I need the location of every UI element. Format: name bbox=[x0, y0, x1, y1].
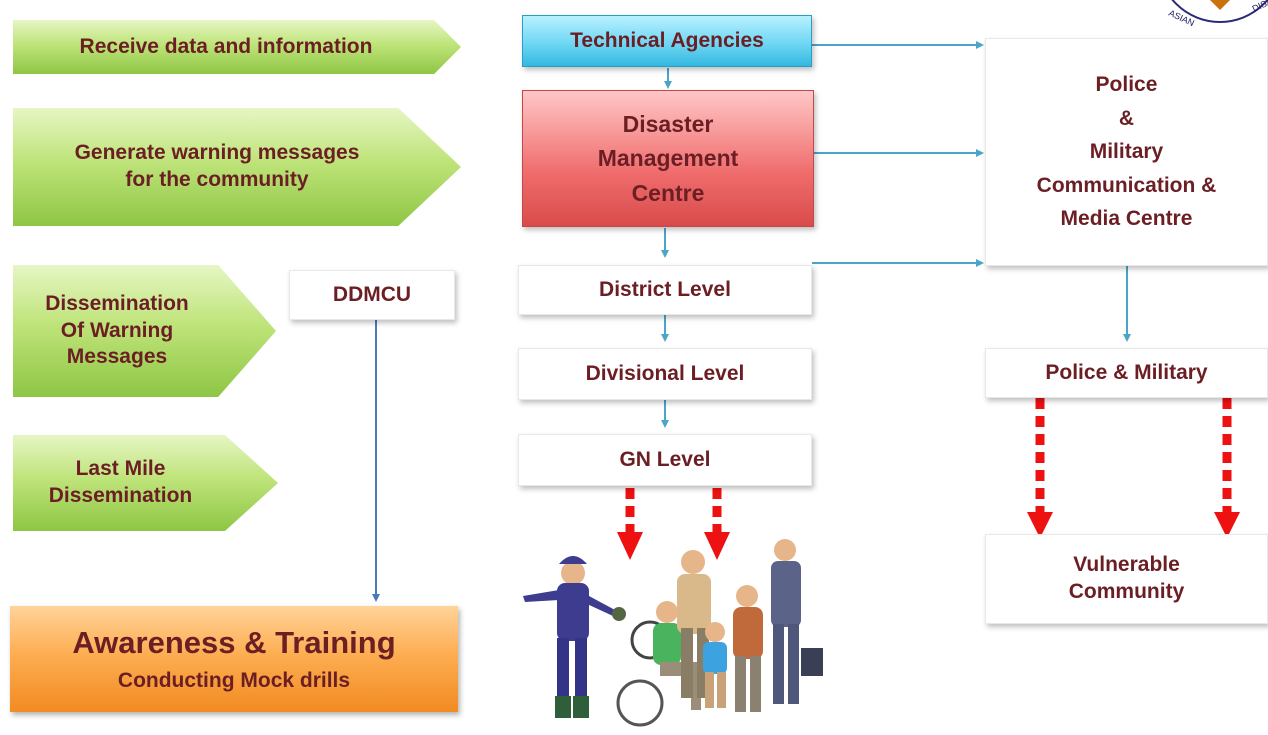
police-communication-box: Police & Military Communication & Media … bbox=[985, 38, 1268, 266]
dashed-arrowhead-police-left bbox=[1027, 512, 1053, 538]
police-military-label: Police & Military bbox=[1045, 360, 1208, 384]
businessman-figure bbox=[771, 539, 823, 704]
step-receive-data-label: Receive data and information bbox=[79, 34, 373, 58]
awareness-title: Awareness & Training bbox=[72, 624, 396, 660]
step-last-mile-label: Last Mile Dissemination bbox=[48, 457, 193, 507]
police-communication-label: Police & Military Communication & Media … bbox=[1036, 73, 1217, 231]
dashed-arrowhead-gn-right bbox=[704, 532, 730, 560]
awareness-training-box: Awareness & Training Conducting Mock dri… bbox=[10, 606, 458, 712]
dashed-arrowhead-gn-left bbox=[617, 532, 643, 560]
step-dissemination: Dissemination Of Warning Messages bbox=[13, 265, 276, 397]
organization-logo: ASIAN DISASTER bbox=[1167, 0, 1268, 28]
older-man-figure bbox=[733, 585, 763, 712]
gn-level-box: GN Level bbox=[518, 434, 812, 486]
technical-agencies-box: Technical Agencies bbox=[522, 15, 812, 67]
ddmcu-label: DDMCU bbox=[332, 282, 412, 306]
step-generate-warning-label: Generate warning messages for the commun… bbox=[74, 141, 360, 191]
disaster-management-centre-label: Disaster Management Centre bbox=[597, 110, 739, 206]
vulnerable-community-box: Vulnerable Community bbox=[985, 534, 1268, 624]
officer-figure bbox=[523, 556, 626, 718]
awareness-subtitle: Conducting Mock drills bbox=[117, 669, 351, 693]
disaster-management-centre-box: Disaster Management Centre bbox=[522, 90, 814, 227]
community-people-illustration bbox=[523, 539, 823, 727]
district-level-label: District Level bbox=[599, 277, 731, 301]
gn-level-label: GN Level bbox=[619, 447, 711, 471]
step-receive-data: Receive data and information bbox=[13, 20, 461, 74]
vulnerable-community-label: Vulnerable Community bbox=[1068, 553, 1185, 603]
divisional-level-box: Divisional Level bbox=[518, 348, 812, 400]
step-dissemination-label: Dissemination Of Warning Messages bbox=[45, 291, 189, 369]
dashed-arrowhead-police-right bbox=[1214, 512, 1240, 538]
ddmcu-box: DDMCU bbox=[289, 270, 455, 320]
police-military-box: Police & Military bbox=[985, 348, 1268, 398]
district-level-box: District Level bbox=[518, 265, 812, 315]
child-figure bbox=[703, 622, 727, 708]
divisional-level-label: Divisional Level bbox=[585, 361, 745, 385]
step-last-mile: Last Mile Dissemination bbox=[13, 435, 278, 531]
technical-agencies-label: Technical Agencies bbox=[570, 28, 764, 52]
step-generate-warning: Generate warning messages for the commun… bbox=[13, 108, 461, 226]
